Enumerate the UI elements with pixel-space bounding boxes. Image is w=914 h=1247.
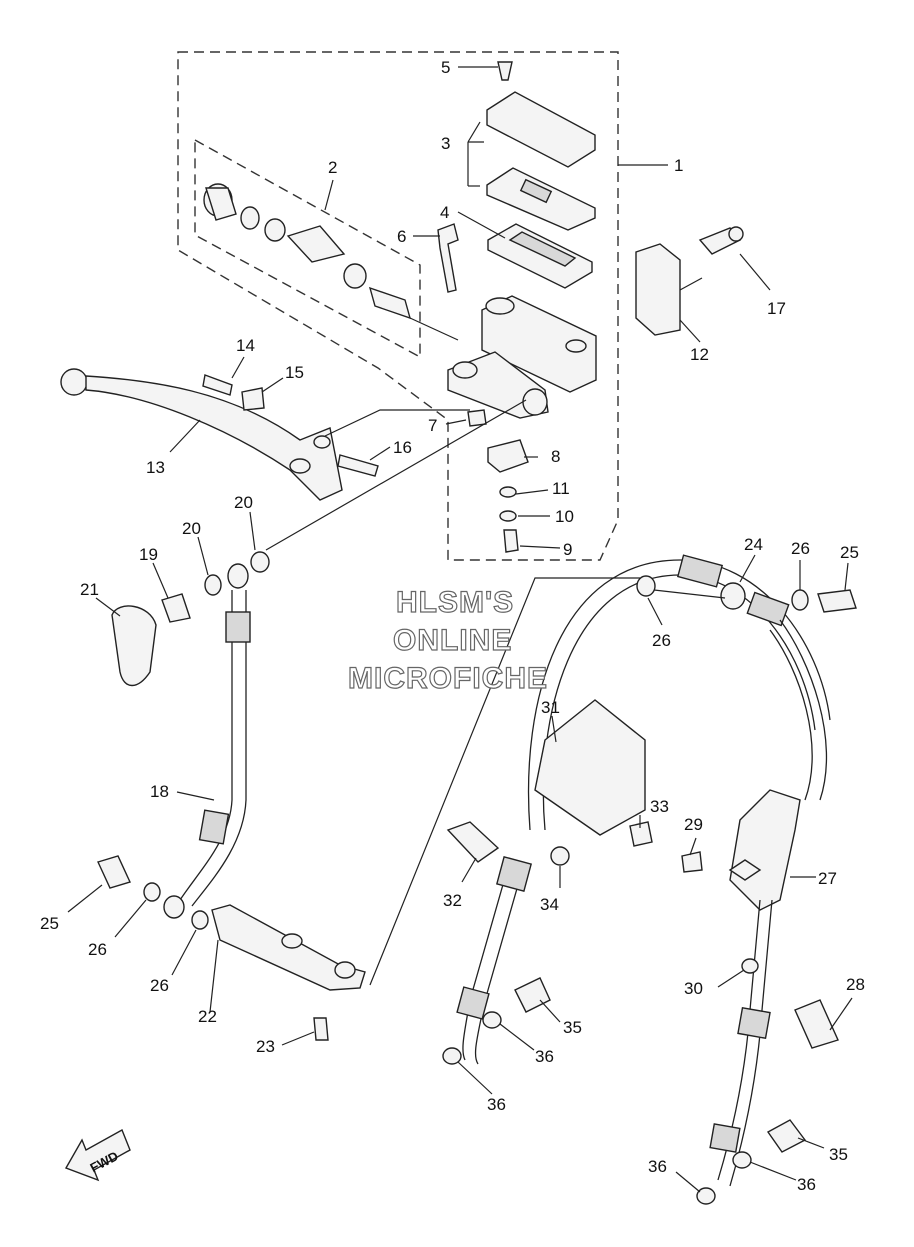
callout-12: 12 bbox=[690, 345, 709, 364]
callout-32: 32 bbox=[443, 891, 462, 910]
callout-9: 9 bbox=[563, 540, 572, 559]
callout-36-mid-2: 36 bbox=[487, 1095, 506, 1114]
callout-26-mid: 26 bbox=[652, 631, 671, 650]
callout-20-right: 20 bbox=[234, 493, 253, 512]
callout-30: 30 bbox=[684, 979, 703, 998]
callout-26-left-2: 26 bbox=[150, 976, 169, 995]
callout-26-left-1: 26 bbox=[88, 940, 107, 959]
callout-10: 10 bbox=[555, 507, 574, 526]
callout-11: 11 bbox=[552, 479, 570, 498]
callout-28: 28 bbox=[846, 975, 865, 994]
callout-22: 22 bbox=[198, 1007, 217, 1026]
callout-13: 13 bbox=[146, 458, 165, 477]
callout-6: 6 bbox=[397, 227, 406, 246]
screw-6 bbox=[437, 223, 459, 293]
watermark-line-1: HLSM'S bbox=[396, 586, 514, 619]
callout-27: 27 bbox=[818, 869, 837, 888]
left-brake-hose-assembly bbox=[97, 551, 366, 1041]
fwd-arrow: FWD bbox=[64, 1129, 131, 1182]
callout-15: 15 bbox=[285, 363, 304, 382]
callout-numbers: 1 2 3 4 5 6 7 8 9 10 11 12 13 14 15 16 1… bbox=[40, 58, 865, 1194]
watermark-line-2: ONLINE bbox=[393, 624, 512, 657]
callout-25-left: 25 bbox=[40, 914, 59, 933]
callout-4: 4 bbox=[440, 203, 449, 222]
callout-24: 24 bbox=[744, 535, 763, 554]
callout-36-mid-1: 36 bbox=[535, 1047, 554, 1066]
callout-21: 21 bbox=[80, 580, 99, 599]
right-brake-hose-assembly bbox=[442, 554, 857, 1205]
brake-lever-13 bbox=[60, 368, 379, 501]
callout-19: 19 bbox=[139, 545, 158, 564]
reservoir-cap-assembly bbox=[486, 61, 596, 289]
callout-3: 3 bbox=[441, 134, 450, 153]
callout-26-top: 26 bbox=[791, 539, 810, 558]
front-stop-switch-8 bbox=[467, 409, 529, 553]
callout-16: 16 bbox=[393, 438, 412, 457]
callout-7: 7 bbox=[428, 416, 437, 435]
callout-23: 23 bbox=[256, 1037, 275, 1056]
callout-33: 33 bbox=[650, 797, 669, 816]
leader-lines bbox=[67, 66, 853, 1193]
callout-25-top: 25 bbox=[840, 543, 859, 562]
callout-1: 1 bbox=[674, 156, 683, 175]
holder-12-and-bolt-17 bbox=[635, 226, 744, 336]
callout-5: 5 bbox=[441, 58, 450, 77]
master-cylinder-group-outline bbox=[177, 51, 619, 561]
callout-34: 34 bbox=[540, 895, 559, 914]
callout-35-right: 35 bbox=[829, 1145, 848, 1164]
callout-29: 29 bbox=[684, 815, 703, 834]
callout-17: 17 bbox=[767, 299, 786, 318]
callout-36-bottom: 36 bbox=[648, 1157, 667, 1176]
callout-20-left: 20 bbox=[182, 519, 201, 538]
callout-18: 18 bbox=[150, 782, 169, 801]
watermark: HLSM'S ONLINE MICROFICHE bbox=[347, 585, 548, 695]
callout-36-right: 36 bbox=[797, 1175, 816, 1194]
piston-kit-parts bbox=[203, 183, 459, 341]
master-cylinder-body bbox=[447, 295, 597, 419]
callout-8: 8 bbox=[551, 447, 560, 466]
callout-35-mid: 35 bbox=[563, 1018, 582, 1037]
callout-2: 2 bbox=[328, 158, 337, 177]
callout-31: 31 bbox=[541, 698, 560, 717]
callout-14: 14 bbox=[236, 336, 255, 355]
watermark-line-3: MICROFICHE bbox=[348, 662, 548, 695]
